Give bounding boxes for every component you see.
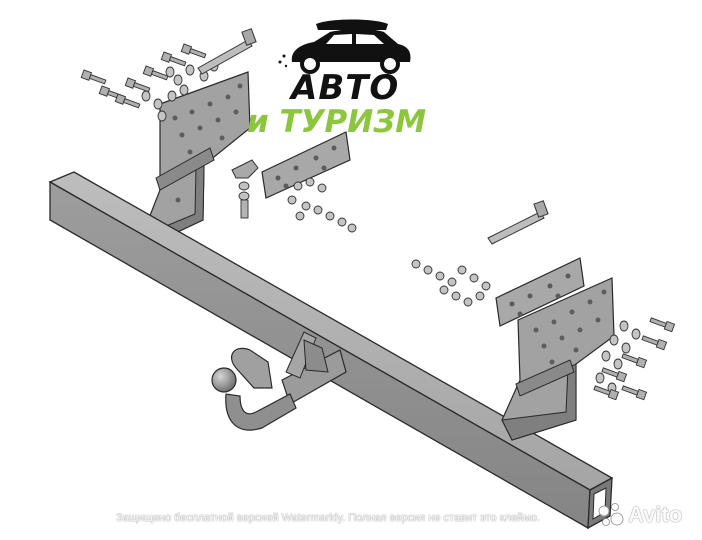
avito-badge: Avito <box>598 502 682 528</box>
avito-label: Avito <box>628 502 683 527</box>
tow-hitch <box>211 331 347 431</box>
tow-ball <box>211 367 237 393</box>
watermark-text: Защищено бесплатной версией Watermarkly.… <box>116 512 540 524</box>
logo-title-line1: АВТО <box>291 68 400 108</box>
right-mounting-bracket <box>501 277 615 441</box>
left-rod <box>197 28 257 75</box>
right-rod <box>487 200 549 245</box>
right-center-nut-set <box>411 259 491 307</box>
avito-dots-icon <box>598 503 624 526</box>
left-mounting-bracket <box>141 71 251 246</box>
right-bolt-set <box>593 317 676 401</box>
logo-title-line2: и ТУРИЗМ <box>247 104 427 140</box>
left-reinforcing-plate <box>261 131 351 199</box>
center-nut-set <box>287 177 357 233</box>
left-bolt-set <box>80 43 207 109</box>
right-reinforcing-plate <box>495 257 585 327</box>
right-washer-set <box>595 320 641 394</box>
car-with-roofbox-icon <box>278 19 411 74</box>
center-clamp <box>231 159 259 219</box>
